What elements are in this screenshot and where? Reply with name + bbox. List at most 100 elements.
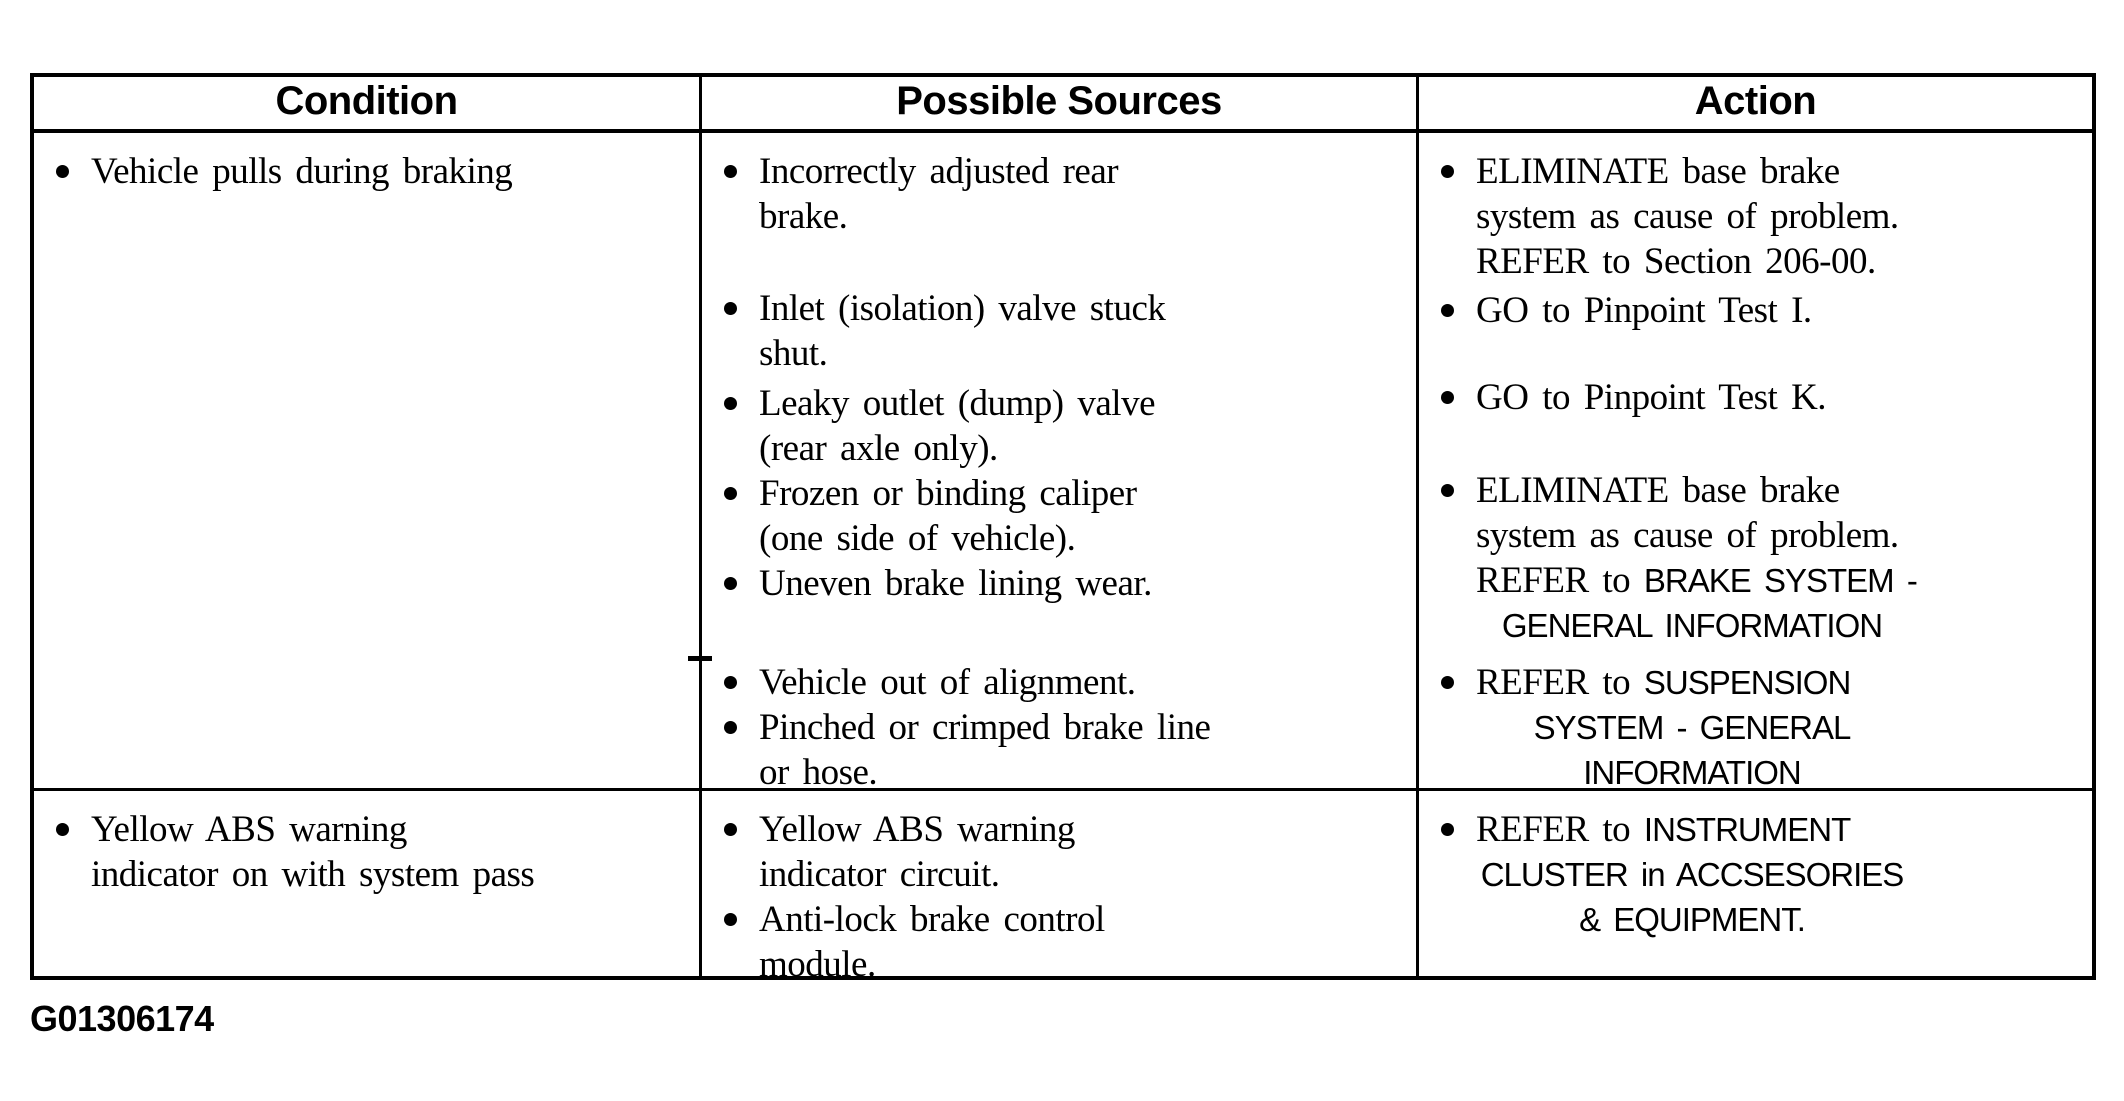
text-line: module.: [759, 942, 1105, 976]
body-text: Incorrectly adjusted rear: [759, 151, 1119, 192]
reference-link-text: SYSTEM - GENERAL: [1533, 709, 1852, 746]
item-text: Frozen or binding caliper(one side of ve…: [759, 471, 1137, 561]
text-line: Anti-lock brake control: [759, 897, 1105, 942]
body-text: or hose.: [759, 752, 878, 791]
list-item: GO to Pinpoint Test I.: [1419, 288, 2086, 333]
text-line: REFER to INSTRUMENT: [1476, 807, 1908, 852]
list-item: REFER to INSTRUMENT CLUSTER in ACCSESORIE…: [1419, 807, 2086, 942]
list-item: Leaky outlet (dump) valve(rear axle only…: [702, 381, 1410, 471]
bullet-column: [702, 286, 759, 376]
list-item: REFER to SUSPENSION SYSTEM - GENERAL INFOR…: [1419, 660, 2086, 791]
bullet-icon: [1441, 165, 1454, 178]
text-line: CLUSTER in ACCSESORIES: [1476, 852, 1908, 897]
text-line: ELIMINATE base brake: [1476, 468, 1908, 513]
text-line: REFER to BRAKE SYSTEM -: [1476, 558, 1918, 603]
diagnostic-table: Condition Possible Sources Action Vehicl…: [30, 73, 2096, 980]
column-header-possible-sources: Possible Sources: [702, 77, 1419, 133]
item-text: Vehicle pulls during braking: [91, 149, 513, 194]
bullet-column: [702, 660, 759, 705]
text-line: (one side of vehicle).: [759, 516, 1137, 561]
bullet-column: [1419, 288, 1476, 333]
bullet-column: [34, 807, 91, 897]
list-item: Vehicle pulls during braking: [34, 149, 693, 194]
bullet-icon: [724, 721, 737, 734]
text-line: & EQUIPMENT.: [1476, 897, 1908, 942]
item-text: Uneven brake lining wear.: [759, 561, 1152, 606]
text-line: indicator circuit.: [759, 852, 1075, 897]
body-text: REFER to: [1476, 662, 1644, 703]
reference-link-text: INFORMATION: [1583, 754, 1802, 791]
scan-artifact-mark: [688, 656, 712, 661]
column-header-condition: Condition: [34, 77, 702, 133]
bullet-column: [702, 705, 759, 788]
reference-link-text: CLUSTER in ACCSESORIES: [1480, 856, 1905, 893]
bullet-icon: [1441, 391, 1454, 404]
bullet-column: [702, 381, 759, 471]
bullet-column: [702, 807, 759, 897]
bullet-icon: [1441, 304, 1454, 317]
text-line: Uneven brake lining wear.: [759, 561, 1152, 606]
text-line: Incorrectly adjusted rear: [759, 149, 1119, 194]
item-text: REFER to INSTRUMENT CLUSTER in ACCSESORIE…: [1476, 807, 1908, 942]
text-line: GO to Pinpoint Test K.: [1476, 375, 1908, 420]
item-text: GO to Pinpoint Test I.: [1476, 288, 1908, 333]
list-item: GO to Pinpoint Test K.: [1419, 375, 2086, 420]
text-line: REFER to SUSPENSION: [1476, 660, 1908, 705]
reference-link-text: INSTRUMENT: [1643, 811, 1851, 848]
body-text: GO to Pinpoint Test I.: [1476, 290, 1812, 331]
text-line: GO to Pinpoint Test I.: [1476, 288, 1908, 333]
body-text: indicator on with system pass: [91, 854, 535, 895]
text-line: system as cause of problem.: [1476, 194, 1908, 239]
item-text: REFER to SUSPENSION SYSTEM - GENERAL INFOR…: [1476, 660, 1908, 791]
bullet-column: [1419, 660, 1476, 788]
reference-link-text: BRAKE SYSTEM -: [1643, 562, 1918, 599]
text-line: Leaky outlet (dump) valve: [759, 381, 1156, 426]
body-text: ELIMINATE base brake: [1476, 470, 1840, 511]
bullet-column: [1419, 807, 1476, 942]
reference-link-text: & EQUIPMENT.: [1579, 901, 1806, 938]
body-text: indicator circuit.: [759, 854, 1000, 895]
text-line: (rear axle only).: [759, 426, 1155, 471]
bullet-icon: [724, 577, 737, 590]
cell-action-row2: REFER to INSTRUMENT CLUSTER in ACCSESORIE…: [1419, 791, 2092, 976]
bullet-column: [34, 149, 91, 194]
body-text: module.: [759, 944, 876, 976]
text-line: system as cause of problem.: [1476, 513, 1908, 558]
body-text: brake.: [759, 196, 848, 237]
body-text: Leaky outlet (dump) valve: [759, 383, 1156, 424]
body-text: Anti-lock brake control: [759, 899, 1105, 940]
body-text: (one side of vehicle).: [759, 518, 1076, 559]
bullet-icon: [724, 302, 737, 315]
bullet-icon: [724, 913, 737, 926]
text-line: Frozen or binding caliper: [759, 471, 1137, 516]
bullet-icon: [56, 823, 69, 836]
bullet-column: [1419, 468, 1476, 648]
item-text: Anti-lock brake control module.: [759, 897, 1105, 976]
bullet-icon: [724, 823, 737, 836]
item-text: GO to Pinpoint Test K.: [1476, 375, 1908, 420]
body-text: REFER to: [1476, 809, 1644, 850]
figure-id-label: G01306174: [30, 998, 214, 1039]
list-item: Anti-lock brake control module.: [702, 897, 1410, 976]
text-line: Vehicle pulls during braking: [91, 149, 513, 194]
reference-link-text: GENERAL INFORMATION: [1501, 607, 1883, 644]
bullet-icon: [724, 676, 737, 689]
body-text: (rear axle only).: [759, 428, 998, 469]
body-text: ELIMINATE base brake: [1476, 151, 1840, 192]
body-text: Yellow ABS warning: [91, 809, 407, 850]
list-item: Vehicle out of alignment.: [702, 660, 1410, 705]
column-header-action: Action: [1419, 77, 2092, 133]
text-line: Pinched or crimped brake line: [759, 705, 1211, 750]
